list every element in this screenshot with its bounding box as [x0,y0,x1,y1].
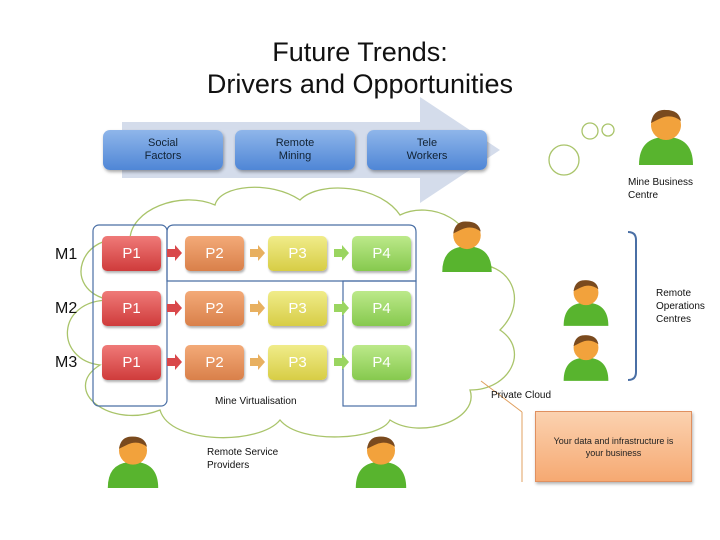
row-label-m2: M2 [55,300,78,317]
process-box: P3 [268,291,327,326]
slide-title: Future Trends: Drivers and Opportunities [0,36,720,100]
process-box: P1 [102,236,161,271]
driver-remote-mining: Remote Mining [235,130,355,170]
person-icon [355,436,407,488]
step-arrows [167,245,349,370]
driver-social-factors: Social Factors [103,130,223,170]
callout-box: Your data and infrastructure is your bus… [535,411,692,482]
mine-business-centre-label: Mine Business Centre [628,177,694,201]
virtualisation-frames [92,224,417,407]
process-box: P4 [352,236,411,271]
title-line-2: Drivers and Opportunities [206,69,514,99]
process-box: P1 [102,291,161,326]
title-line-1: Future Trends: [272,37,448,67]
process-box: P2 [185,236,244,271]
callout-pointer [480,380,523,482]
person-icon [442,221,492,272]
process-box: P4 [352,291,411,326]
process-box: P1 [102,345,161,380]
row-label-m1: M1 [55,246,78,263]
process-box: P4 [352,345,411,380]
operations-bracket [627,231,637,381]
process-box: P3 [268,236,327,271]
remote-service-providers-label: Remote Service Providers [207,447,279,471]
person-icon [563,280,609,326]
mine-virtualisation-label: Mine Virtualisation [215,396,297,407]
person-icon [563,335,609,381]
person-icon [639,109,693,165]
driver-tele-workers: Tele Workers [367,130,487,170]
remote-operations-centres-label: Remote Operations Centres [656,288,705,325]
process-box: P2 [185,291,244,326]
process-box: P3 [268,345,327,380]
row-label-m3: M3 [55,354,78,371]
person-icon [107,436,159,488]
private-cloud-label: Private Cloud [491,390,552,401]
process-box: P2 [185,345,244,380]
